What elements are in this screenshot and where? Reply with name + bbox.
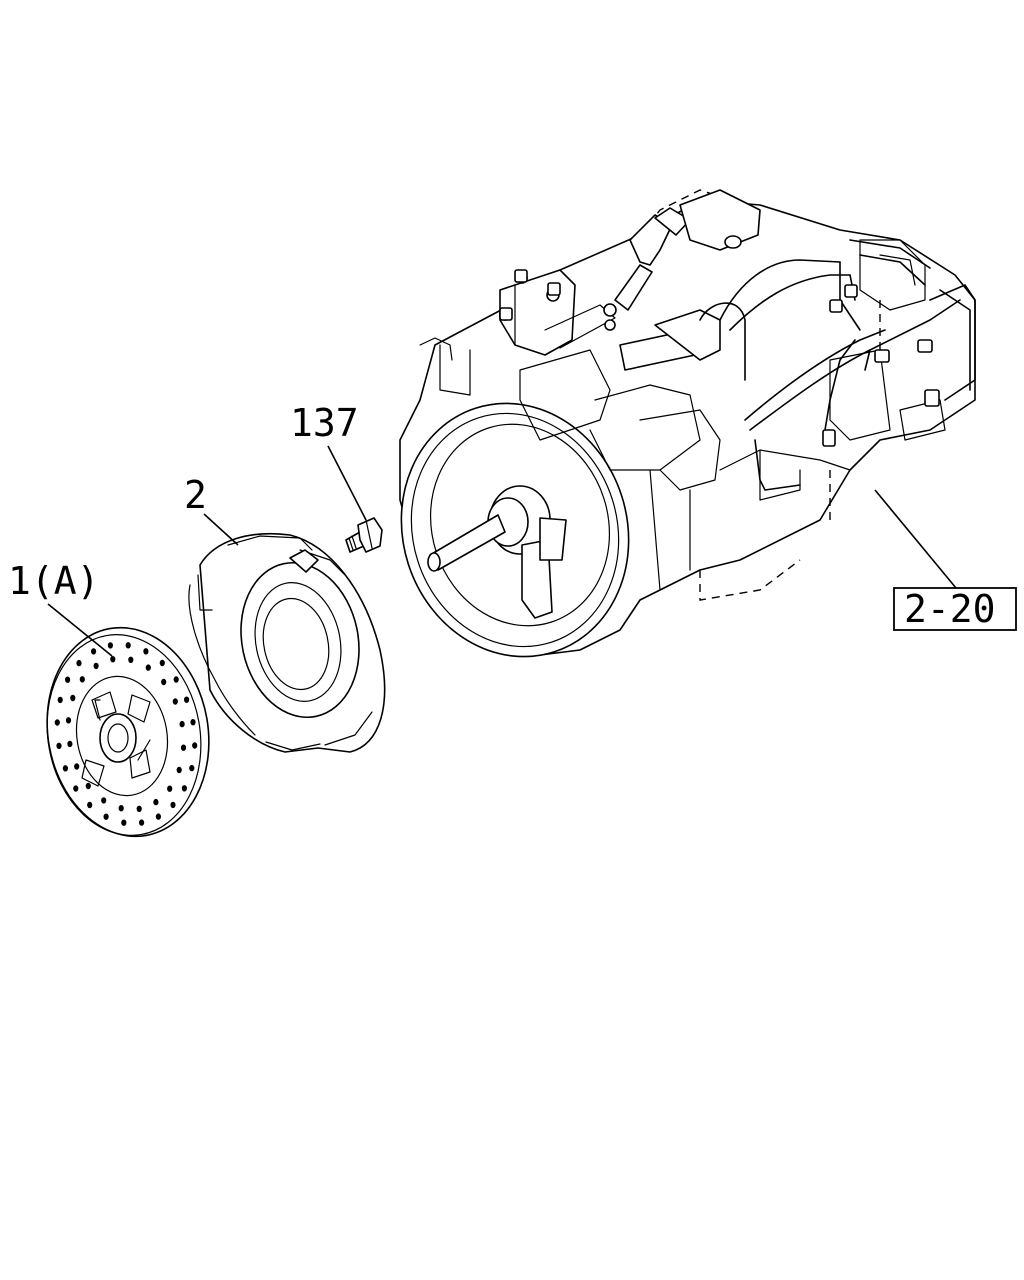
rivet-hole bbox=[172, 698, 178, 705]
rivet-hole bbox=[176, 766, 182, 774]
rivet-hole bbox=[76, 659, 82, 667]
rivet-hole bbox=[125, 642, 131, 649]
rivet-hole bbox=[159, 659, 165, 667]
rivet-hole bbox=[118, 805, 124, 812]
rivet-hole bbox=[189, 764, 195, 772]
rivet-hole bbox=[128, 656, 134, 663]
ref-box-label: 2-20 bbox=[904, 587, 996, 631]
rivet-hole bbox=[167, 785, 173, 792]
rivet-hole bbox=[155, 813, 161, 820]
rivet-hole bbox=[74, 763, 80, 770]
rivet-hole bbox=[93, 662, 99, 670]
callout-label-137: 137 bbox=[290, 401, 359, 445]
callout-label-2: 2 bbox=[184, 473, 207, 517]
rivet-hole bbox=[153, 798, 159, 806]
rivet-hole bbox=[121, 819, 127, 826]
rivet-hole bbox=[101, 797, 107, 804]
rivet-hole bbox=[179, 720, 185, 728]
rivet-hole bbox=[143, 648, 149, 655]
rivet-hole bbox=[57, 696, 63, 704]
rivet-hole bbox=[67, 740, 73, 748]
rivet-hole bbox=[181, 785, 187, 792]
rivet-hole bbox=[190, 719, 196, 726]
rivet-hole bbox=[170, 801, 176, 809]
clutch-disc-rivets bbox=[54, 642, 198, 826]
rivet-hole bbox=[79, 676, 85, 683]
rivet-hole bbox=[110, 656, 116, 663]
rivet-hole bbox=[91, 648, 97, 655]
rivet-hole bbox=[184, 696, 190, 703]
rivet-hole bbox=[65, 676, 71, 683]
rivet-hole bbox=[136, 805, 142, 812]
bolt-137 bbox=[345, 517, 383, 553]
rivet-hole bbox=[192, 742, 198, 749]
rivet-hole bbox=[107, 642, 113, 649]
rivet-hole bbox=[180, 744, 187, 751]
rivet-hole bbox=[56, 742, 62, 749]
callout-part-2: 2 bbox=[184, 473, 239, 546]
rivet-hole bbox=[161, 678, 167, 686]
callout-ref-2-20: 2-20 bbox=[874, 489, 1017, 631]
rivet-hole bbox=[85, 782, 91, 790]
rivet-hole bbox=[173, 676, 179, 683]
callout-label-1a: 1(A) bbox=[8, 559, 100, 603]
rivet-hole bbox=[65, 717, 72, 724]
rivet-hole bbox=[54, 719, 60, 726]
clutch-disc bbox=[46, 626, 210, 838]
rivet-hole bbox=[73, 785, 79, 792]
rivet-hole bbox=[62, 765, 68, 772]
rivet-hole bbox=[139, 819, 145, 826]
callout-part-1: 1(A) bbox=[8, 559, 113, 657]
callout-part-137: 137 bbox=[290, 401, 367, 521]
rivet-hole bbox=[87, 801, 93, 809]
transmission-assembly bbox=[399, 189, 976, 658]
rivet-hole bbox=[145, 664, 151, 671]
clutch-pressure-plate bbox=[188, 532, 386, 753]
rivet-hole bbox=[103, 813, 109, 820]
rivet-hole bbox=[70, 694, 76, 702]
